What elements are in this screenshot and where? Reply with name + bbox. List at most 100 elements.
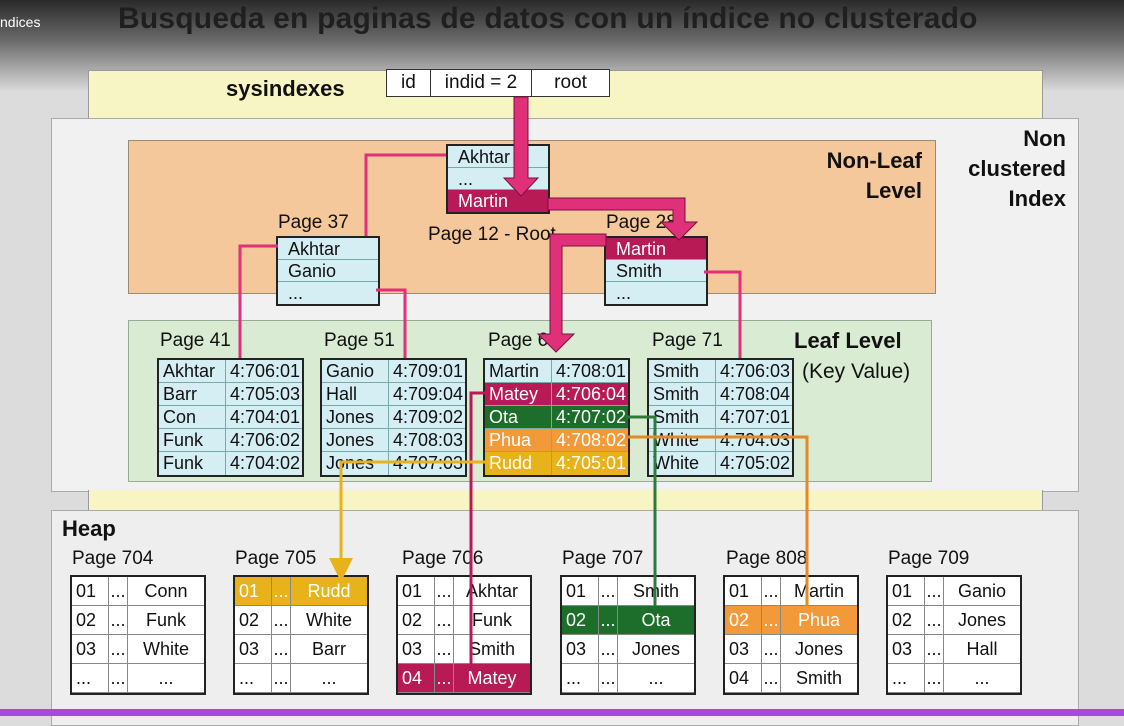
- page37-row: Akhtar: [278, 238, 378, 260]
- page704-caption: Page 704: [72, 548, 154, 569]
- leaf-rid: 4:709:04: [393, 384, 464, 404]
- heap-row: 03...Hall: [888, 635, 1020, 664]
- sysindexes-label: sysindexes: [226, 76, 345, 101]
- page37-row: ...: [288, 283, 304, 303]
- leaf-rid: 4:705:02: [720, 453, 791, 473]
- heap-ellipsis: ...: [109, 635, 128, 663]
- page705-caption: Page 705: [235, 548, 317, 569]
- leaf-rid: 4:708:04: [720, 384, 791, 404]
- heap-name: Akhtar: [465, 581, 519, 601]
- leaf-key: Ganio: [322, 360, 389, 382]
- leaf-rid: 4:709:01: [393, 361, 464, 381]
- nci-label-line: clustered: [968, 156, 1066, 181]
- leaf-rid: 4:708:03: [393, 430, 464, 450]
- leaf-rid: 4:704:03: [720, 430, 791, 450]
- heap-name: Jones: [957, 610, 1007, 630]
- heap-slot: 01: [398, 577, 435, 605]
- heap-row: 02...Funk: [72, 606, 204, 635]
- leaf-key: Smith: [649, 360, 716, 382]
- connector-line: [364, 153, 446, 236]
- heap-row: .........: [72, 664, 204, 693]
- heap-ellipsis: ...: [762, 577, 781, 605]
- heap-name: White: [305, 610, 352, 630]
- heap-slot: 03: [72, 635, 109, 663]
- leaf-rid: 4:707:02: [556, 407, 627, 427]
- heap-ellipsis: ...: [762, 606, 781, 634]
- heap-row: 03...White: [72, 635, 204, 664]
- heap-name: Rudd: [307, 581, 351, 601]
- heap-row: 02...White: [235, 606, 367, 635]
- leaf-key: Jones: [322, 429, 389, 451]
- leaf-key: Funk: [159, 429, 226, 451]
- heap-name: ...: [648, 668, 664, 688]
- heap-name: Hall: [966, 639, 998, 659]
- heap-slot: 03: [398, 635, 435, 663]
- connector-rudd: [329, 460, 485, 582]
- leaf-key: Smith: [649, 383, 716, 405]
- leaf-rid: 4:706:01: [230, 361, 301, 381]
- heap-name: Ganio: [957, 581, 1007, 601]
- heap-name: Phua: [797, 610, 841, 630]
- sysindexes-header: id indid = 2 root: [386, 69, 610, 97]
- leaf-rid: 4:709:02: [393, 407, 464, 427]
- heap-row: 03...Jones: [725, 635, 857, 664]
- heap-row-ota: 02...Ota: [562, 606, 694, 635]
- leaf-rid: 4:704:02: [230, 453, 301, 473]
- arrow-root-to-martin: [502, 96, 540, 197]
- heap-ellipsis: ...: [435, 664, 454, 692]
- heap-ellipsis: ...: [599, 577, 618, 605]
- heap-ellipsis: ...: [272, 635, 291, 663]
- heap-name: ...: [158, 668, 174, 688]
- leaf-key: Matey: [485, 383, 552, 405]
- leaf-rid: 4:704:01: [230, 407, 301, 427]
- progress-bar[interactable]: [0, 709, 1124, 716]
- page707-caption: Page 707: [562, 548, 644, 569]
- leaf-key: Jones: [322, 406, 389, 428]
- connector-phua: [626, 435, 809, 606]
- heap-slot: 03: [725, 635, 762, 663]
- heap-ellipsis: ...: [599, 635, 618, 663]
- heap-slot: 01: [72, 577, 109, 605]
- heap-label: Heap: [62, 516, 116, 541]
- heap-row-matey: 04...Matey: [398, 664, 530, 693]
- heap-row: 01...Akhtar: [398, 577, 530, 606]
- leaf-rid: 4:705:01: [556, 453, 627, 473]
- leaf-rid: 4:706:04: [556, 384, 627, 404]
- heap-row: 01...Ganio: [888, 577, 1020, 606]
- page71-caption: Page 71: [652, 330, 723, 351]
- leaf-key: White: [649, 429, 716, 451]
- page41-caption: Page 41: [160, 330, 231, 351]
- leaf-key: Akhtar: [159, 360, 226, 382]
- leaf-rid: 4:708:01: [556, 361, 627, 381]
- heap-row: 04...Smith: [725, 664, 857, 693]
- nci-label-line: Non: [1023, 126, 1066, 151]
- page28-caption: Page 28: [606, 212, 677, 233]
- heap-ellipsis: ...: [109, 606, 128, 634]
- tab-label[interactable]: ndices: [0, 14, 41, 30]
- leaf-level-title: Leaf Level: [794, 328, 902, 353]
- leaf-key: Hall: [322, 383, 389, 405]
- leaf-key: Con: [159, 406, 226, 428]
- heap-name: Conn: [144, 581, 188, 601]
- page709: 01...Ganio 02...Jones 03...Hall ........…: [886, 575, 1022, 695]
- heap-name: Matey: [467, 668, 517, 688]
- heap-name: Smith: [468, 639, 515, 659]
- heap-ellipsis: ...: [109, 577, 128, 605]
- leaf-rid: 4:706:02: [230, 430, 301, 450]
- heap-ellipsis: ...: [435, 635, 454, 663]
- heap-name: ...: [321, 668, 337, 688]
- heap-name: Jones: [631, 639, 681, 659]
- heap-ellipsis: ...: [925, 606, 944, 634]
- heap-ellipsis: ...: [599, 606, 618, 634]
- page37: Akhtar Ganio ...: [276, 236, 380, 306]
